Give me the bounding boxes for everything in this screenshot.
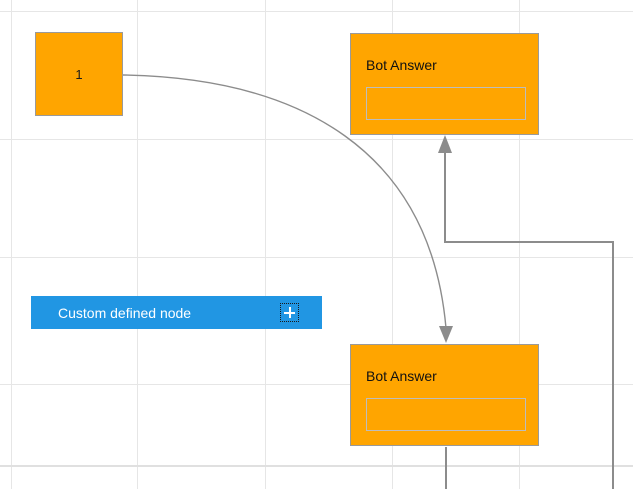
bot-answer-node-bottom[interactable]: Bot Answer (350, 344, 539, 446)
bot-answer-message-slot[interactable] (366, 398, 526, 431)
arrowhead-down-icon (439, 326, 453, 343)
grid-line-horizontal (0, 465, 633, 467)
custom-defined-node-label: Custom defined node (58, 304, 192, 321)
bot-answer-title: Bot Answer (366, 57, 437, 73)
bot-answer-node-top[interactable]: Bot Answer (350, 33, 539, 135)
custom-defined-node-bar[interactable]: Custom defined node (31, 296, 322, 329)
grid-line-vertical (11, 0, 12, 489)
start-node[interactable]: 1 (35, 32, 123, 116)
grid-line-horizontal (0, 11, 633, 12)
grid-line-horizontal (0, 139, 633, 140)
plus-icon-vertical-stroke (288, 307, 291, 318)
grid-line-vertical (137, 0, 138, 489)
arrowhead-up-icon (438, 135, 452, 153)
bot-answer-message-slot[interactable] (366, 87, 526, 120)
bot-answer-title: Bot Answer (366, 368, 437, 384)
plus-icon[interactable] (280, 303, 299, 322)
grid-line-horizontal (0, 257, 633, 258)
grid-line-vertical (265, 0, 266, 489)
start-node-label: 1 (75, 66, 83, 82)
